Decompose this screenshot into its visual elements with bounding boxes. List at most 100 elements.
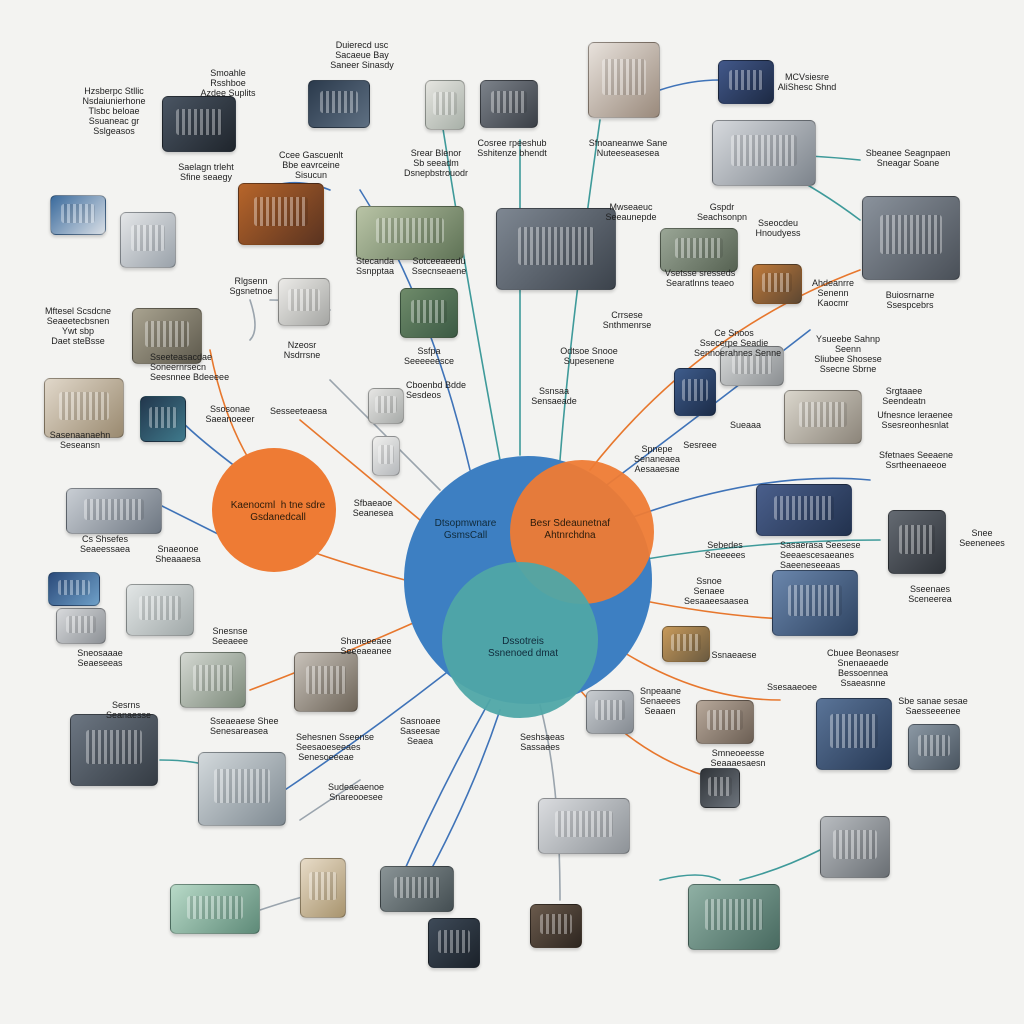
device-node [372, 436, 400, 476]
device-node [530, 904, 582, 948]
node-label: Sasenaanaehn Seseansn [49, 430, 111, 450]
device-node [712, 120, 816, 186]
node-label: Ssnaeaese [711, 650, 757, 660]
node-label: Ccee Gascuenlt Bbe eavrceine Sisucun [278, 150, 344, 180]
node-label: Odtsoe Snooe Supesenene [560, 346, 618, 366]
node-label: Sesseeteaesa [270, 406, 328, 416]
device-node [238, 183, 324, 245]
node-label: Ssnoe Senaee Sesaaeesaasea [684, 576, 749, 606]
node-label: MCVsiesre AliShesc Shnd [777, 72, 837, 92]
device-node [380, 866, 454, 912]
device-node [70, 714, 158, 786]
connector-line [539, 704, 561, 901]
node-label: Srear Blenor Sb seeadm Dsnepbstrouodr [403, 148, 469, 178]
device-node [660, 228, 738, 272]
device-node [48, 572, 100, 606]
device-node [756, 484, 852, 536]
device-node [162, 96, 236, 152]
device-node [425, 80, 465, 130]
device-node [198, 752, 286, 826]
node-label: Gspdr Seachsonpn [696, 202, 748, 222]
node-label: Sasnoaee Saseesae Seaea [400, 716, 441, 746]
device-node [308, 80, 370, 128]
node-label: Sfnoaneanwe Sane Nuteeseasesea [588, 138, 668, 158]
node-label: Sseenaes Sceneerea [908, 584, 952, 604]
device-node [120, 212, 176, 268]
device-node [674, 368, 716, 416]
device-node [368, 388, 404, 424]
device-node [816, 698, 892, 770]
node-label: Sneosaaae Seaeseeas [77, 648, 123, 668]
node-label: Shaneeeaee Seeeaeanee [340, 636, 392, 656]
node-label: Sseaeaese Shee Senesareasea [210, 716, 279, 736]
node-label: Sueaaa [730, 420, 762, 430]
node-label: Ssfpa Seeeeeesce [404, 346, 455, 366]
hub-left-label: Kaenocml h tne sdre Gsdanedcall [230, 500, 326, 523]
device-node [294, 652, 358, 712]
hub-right-label: Besr Sdeaunetnaf Ahtnrchdna [529, 518, 611, 541]
node-label: Sudeaeaenoe Snareooesee [327, 782, 385, 802]
device-node [180, 652, 246, 708]
node-label: Snee Seenenees [959, 528, 1005, 548]
node-label: Mwseaeuc Seeaunepde [605, 202, 657, 222]
device-node [538, 798, 630, 854]
connector-line [559, 119, 601, 461]
node-label: Ssesaaeoee [766, 682, 818, 692]
device-node [132, 308, 202, 364]
connector-line [624, 477, 871, 521]
node-label: Spnepe Senaneaea Aesaaesae [633, 444, 681, 474]
node-label: Smneoeesse Seaaaesaesn [710, 748, 766, 768]
node-label: Rlgsenn Sgsnetnoe [229, 276, 273, 296]
node-label: Ssosonae Saeanoeeer [205, 404, 255, 424]
node-label: Mftesel Scsdcne Seaeetecbsnen Ywt sbp Da… [44, 306, 112, 346]
node-label: Smoahle Rsshboe Azdee Suplits [200, 68, 256, 98]
node-label: Sbe sanae sesae Saesseeenee [898, 696, 968, 716]
device-node [170, 884, 260, 934]
node-label: Snaeonoe Sheaaaesa [155, 544, 201, 564]
device-node [662, 626, 710, 662]
node-label: Ahdeanrre Senenn Kaocmr [811, 278, 855, 308]
device-node [820, 816, 890, 878]
device-node [700, 768, 740, 808]
device-node [862, 196, 960, 280]
connector-line [399, 699, 491, 881]
connector-line [179, 419, 241, 471]
hub-bottom-circle [442, 562, 598, 718]
node-label: Duierecd usc Sacaeue Bay Saneer Sinasdy [330, 40, 394, 70]
node-label: Ysueebe Sahnp Seenn Sliubee Shosese Ssec… [814, 334, 882, 374]
device-node [480, 80, 538, 128]
node-label: Ce Snoos Ssecerpe Seadie Sennoerahnes Se… [694, 328, 782, 358]
node-label: Ufnesnce leraenee Ssesreonhesnlat [877, 410, 953, 430]
node-label: Sseeteasacdae Soneernrsecn Seesnnee Bdee… [150, 352, 230, 382]
node-label: Cs Shsefes Seaeessaea [79, 534, 131, 554]
hub-left-circle [212, 448, 336, 572]
connector-line [619, 649, 781, 701]
device-node [720, 346, 784, 386]
device-node [278, 278, 330, 326]
device-node [44, 378, 124, 438]
device-node [784, 390, 862, 444]
device-node [586, 690, 634, 734]
node-label: Nzeosr Nsdrrsne [283, 340, 321, 360]
node-label: Sotceeaeedu Ssecnseaene [411, 256, 467, 276]
node-label: Sbeanee Seagnpaen Sneagar Soane [865, 148, 951, 168]
connector-line [659, 79, 721, 91]
node-label: Vsetsse sresseds Searatlnns teaeo [664, 268, 736, 288]
device-node [772, 570, 858, 636]
node-label: Srgtaaee Seendeatn [882, 386, 926, 406]
node-label: Sehesnen Sseense Seesaoeseeaes Senesoeee… [296, 732, 375, 762]
node-label: Sseocdeu Hnoudyess [755, 218, 801, 238]
device-node [718, 60, 774, 104]
connector-line [589, 269, 861, 471]
device-node [400, 288, 458, 338]
device-node [50, 195, 106, 235]
node-label: Seshsaeas Sassaees [520, 732, 565, 752]
device-node [688, 884, 780, 950]
hub-center-label: Dtsopmwnare GsmsCall [434, 518, 497, 541]
node-label: Crrsese Snthmenrse [602, 310, 652, 330]
device-node [696, 700, 754, 744]
connector-line [299, 779, 361, 821]
node-label: Cosree rpeeshub Sshitenze bhendt [477, 138, 547, 158]
